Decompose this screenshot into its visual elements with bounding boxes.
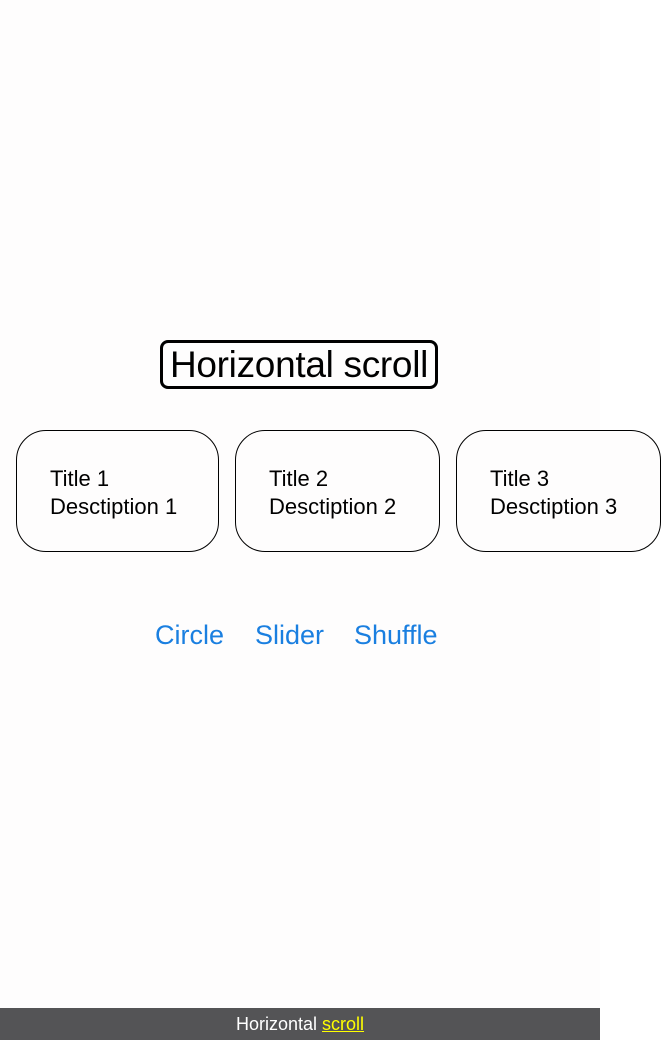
- circle-link[interactable]: Circle: [155, 620, 225, 650]
- card-description: Desctiption 2: [269, 494, 397, 519]
- card-title: Title 3: [490, 466, 550, 491]
- caption-link[interactable]: scroll: [322, 1013, 365, 1034]
- card-item[interactable]: Title 1 Desctiption 1: [16, 430, 219, 552]
- card-item[interactable]: Title 2 Desctiption 2: [235, 430, 440, 552]
- caption-text: Horizontal: [235, 1013, 318, 1034]
- card-item[interactable]: Title 3 Desctiption 3: [456, 430, 661, 552]
- bottom-caption-bar: Horizontal scroll: [0, 1008, 600, 1040]
- app-screen: Horizontal scroll Title 1 Desctiption 1 …: [0, 340, 661, 656]
- card-description: Desctiption 1: [50, 494, 178, 519]
- card-title: Title 1: [50, 466, 110, 491]
- page-title: Horizontal scroll: [160, 340, 438, 389]
- horizontal-scroll-list[interactable]: Title 1 Desctiption 1 Title 2 Desctiptio…: [0, 430, 661, 554]
- card-description: Desctiption 3: [490, 494, 618, 519]
- slider-link[interactable]: Slider: [255, 620, 325, 650]
- example-links: Circle Slider Shuffle: [0, 620, 600, 656]
- shuffle-link[interactable]: Shuffle: [354, 620, 438, 650]
- card-title: Title 2: [269, 466, 329, 491]
